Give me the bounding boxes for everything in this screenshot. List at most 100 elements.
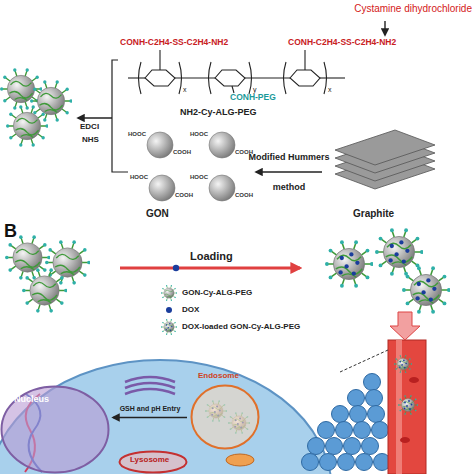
legend-sample <box>160 319 178 335</box>
annotation-label: COOH <box>235 192 253 199</box>
delivery-arrow <box>340 312 420 372</box>
tumor-tissue <box>372 422 389 439</box>
unloaded-nanoparticles <box>22 268 68 312</box>
loading-arrow <box>173 265 179 271</box>
reaction-arrow <box>256 171 322 172</box>
cell-body <box>0 360 332 474</box>
node-text: GON <box>146 208 169 219</box>
tumor-tissue <box>356 454 373 471</box>
tumor-tissue <box>348 390 365 407</box>
tumor-tissue <box>332 406 349 423</box>
node-text: CONH-C2H4-SS-C2H4-NH2 <box>288 38 396 47</box>
drug-dot <box>166 307 172 313</box>
polymer-backbone <box>145 70 175 86</box>
legend-row: GON-Cy-ALG-PEG <box>160 284 300 301</box>
blood-vessel <box>409 377 419 383</box>
blood-vessel <box>388 340 426 474</box>
nanoparticle-icon <box>161 319 177 335</box>
node-text: CONH-C2H4-SS-C2H4-NH2 <box>120 38 228 47</box>
annotation-label: HOOC <box>190 131 208 138</box>
tumor-tissue <box>336 422 353 439</box>
graphene-oxide-sphere <box>147 132 235 201</box>
legend-sample <box>160 302 178 318</box>
graphene-oxide-sphere <box>147 132 173 158</box>
legend-text: DOX <box>182 305 199 314</box>
polymer-structure: CONH-C2H4-SS-C2H4-NH2 CONH-C2H4-SS-C2H4-N… <box>118 38 470 120</box>
annotation-label: HOOC <box>130 174 148 181</box>
node-text: NH2-Cy-ALG-PEG <box>180 108 257 118</box>
legend-row: DOX-loaded GON-Cy-ALG-PEG <box>160 318 300 335</box>
polymer-backbone <box>128 50 345 94</box>
legend-sample <box>160 285 178 301</box>
annotation-label: y <box>253 86 257 94</box>
annotation-label: COOH <box>175 192 193 199</box>
tumor-tissue <box>368 406 385 423</box>
nucleus: Nucleus <box>0 385 110 474</box>
node-text: Endosome <box>198 372 239 381</box>
unloaded-nanoparticles <box>5 235 91 312</box>
nanoparticle-cluster <box>0 68 73 146</box>
cell-body <box>125 377 175 394</box>
tumor-tissue <box>308 438 325 455</box>
loaded-nanoparticles <box>375 228 424 275</box>
loading-arrow <box>120 267 300 270</box>
endosome-outline <box>190 372 260 450</box>
tumor-tissue <box>302 454 319 471</box>
polymer-backbone <box>232 86 234 93</box>
annotation-label: x <box>328 86 332 94</box>
annotation-label: Loading <box>190 250 233 262</box>
loading-arrow <box>120 265 300 271</box>
node-text: Lysosome <box>130 456 169 465</box>
legend-text: DOX-loaded GON-Cy-ALG-PEG <box>182 322 300 331</box>
endosome: Endosome <box>190 372 260 450</box>
polymer-backbone <box>215 70 245 86</box>
graphene-oxide-sphere <box>209 175 235 201</box>
node-text: Cystamine dihydrochloride <box>300 3 472 14</box>
annotation-label: NHS <box>82 136 99 145</box>
graphene-oxide-sphere <box>149 175 175 201</box>
reaction-arrow <box>113 417 187 418</box>
blood-vessel <box>388 340 426 474</box>
reaction-arrow <box>112 60 128 172</box>
lysosome: Lysosome <box>118 450 188 474</box>
legend: GON-Cy-ALG-PEG DOX DOX-loaded GON-Cy-ALG-P… <box>160 284 300 335</box>
legend-text: GON-Cy-ALG-PEG <box>182 288 252 297</box>
tumor-tissue <box>364 374 381 391</box>
graphite-sheet <box>335 130 435 189</box>
unloaded-nanoparticles <box>5 235 51 279</box>
tumor-tissue <box>354 422 371 439</box>
cell-body <box>0 360 332 474</box>
tumor-tissue <box>320 454 337 471</box>
tumor-tissue <box>318 422 335 439</box>
reaction-arrow <box>78 117 112 118</box>
graphite-group: Graphite <box>325 122 445 222</box>
loaded-nanoparticles <box>325 228 451 313</box>
polymer-backbone <box>320 77 345 78</box>
annotation-label: HOOC <box>128 131 146 138</box>
nanoparticle-icon <box>161 285 177 301</box>
polymer-backbone <box>139 62 182 94</box>
delivery-arrow <box>340 350 388 372</box>
tumor-tissue <box>362 438 379 455</box>
tumor-tissue <box>344 438 361 455</box>
loaded-nanoparticles <box>402 266 451 313</box>
node-text: Nucleus <box>14 395 49 405</box>
reaction-arrow <box>78 60 128 172</box>
node-text: Graphite <box>353 208 394 219</box>
tumor-tissue <box>366 390 383 407</box>
cell-body <box>226 454 254 466</box>
lysosome-shape <box>120 452 187 473</box>
tumor-tissue <box>350 406 367 423</box>
annotation-label: x <box>183 86 187 94</box>
graphite-sheet <box>335 130 435 165</box>
node-text: CONH-PEG <box>230 93 276 102</box>
polymer-backbone <box>304 50 305 70</box>
blood-vessel <box>394 355 412 373</box>
blood-vessel <box>400 437 410 443</box>
blood-vessel <box>398 395 418 415</box>
arrow-label: GSH and pH Entry <box>110 404 190 413</box>
polymer-backbone <box>284 62 327 94</box>
legend-row: DOX <box>160 301 300 318</box>
reaction-arrow <box>384 21 385 35</box>
